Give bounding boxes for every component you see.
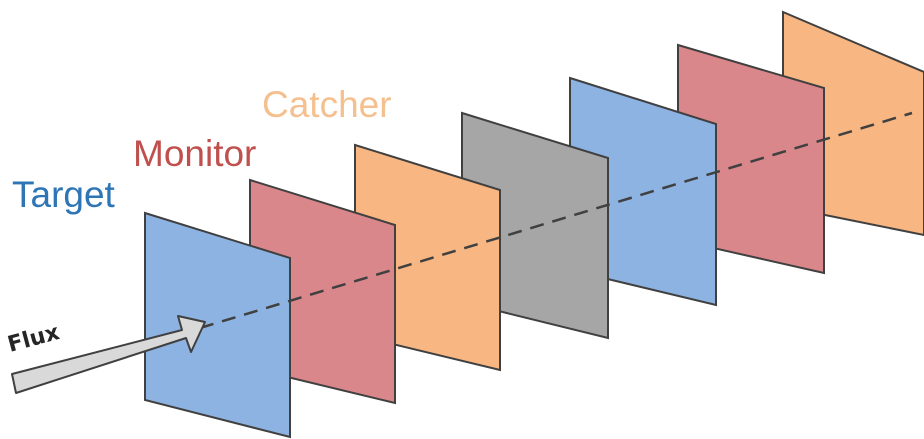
- flux-arrow-icon: [11, 315, 206, 394]
- foil-target-front: [144, 211, 291, 439]
- legend-monitor-label: Monitor: [133, 133, 256, 174]
- legend-catcher-label: Catcher: [262, 84, 392, 125]
- legend-target-label: Target: [12, 174, 116, 215]
- beam-path-line: [199, 111, 913, 330]
- flux-label: Flux: [5, 320, 62, 358]
